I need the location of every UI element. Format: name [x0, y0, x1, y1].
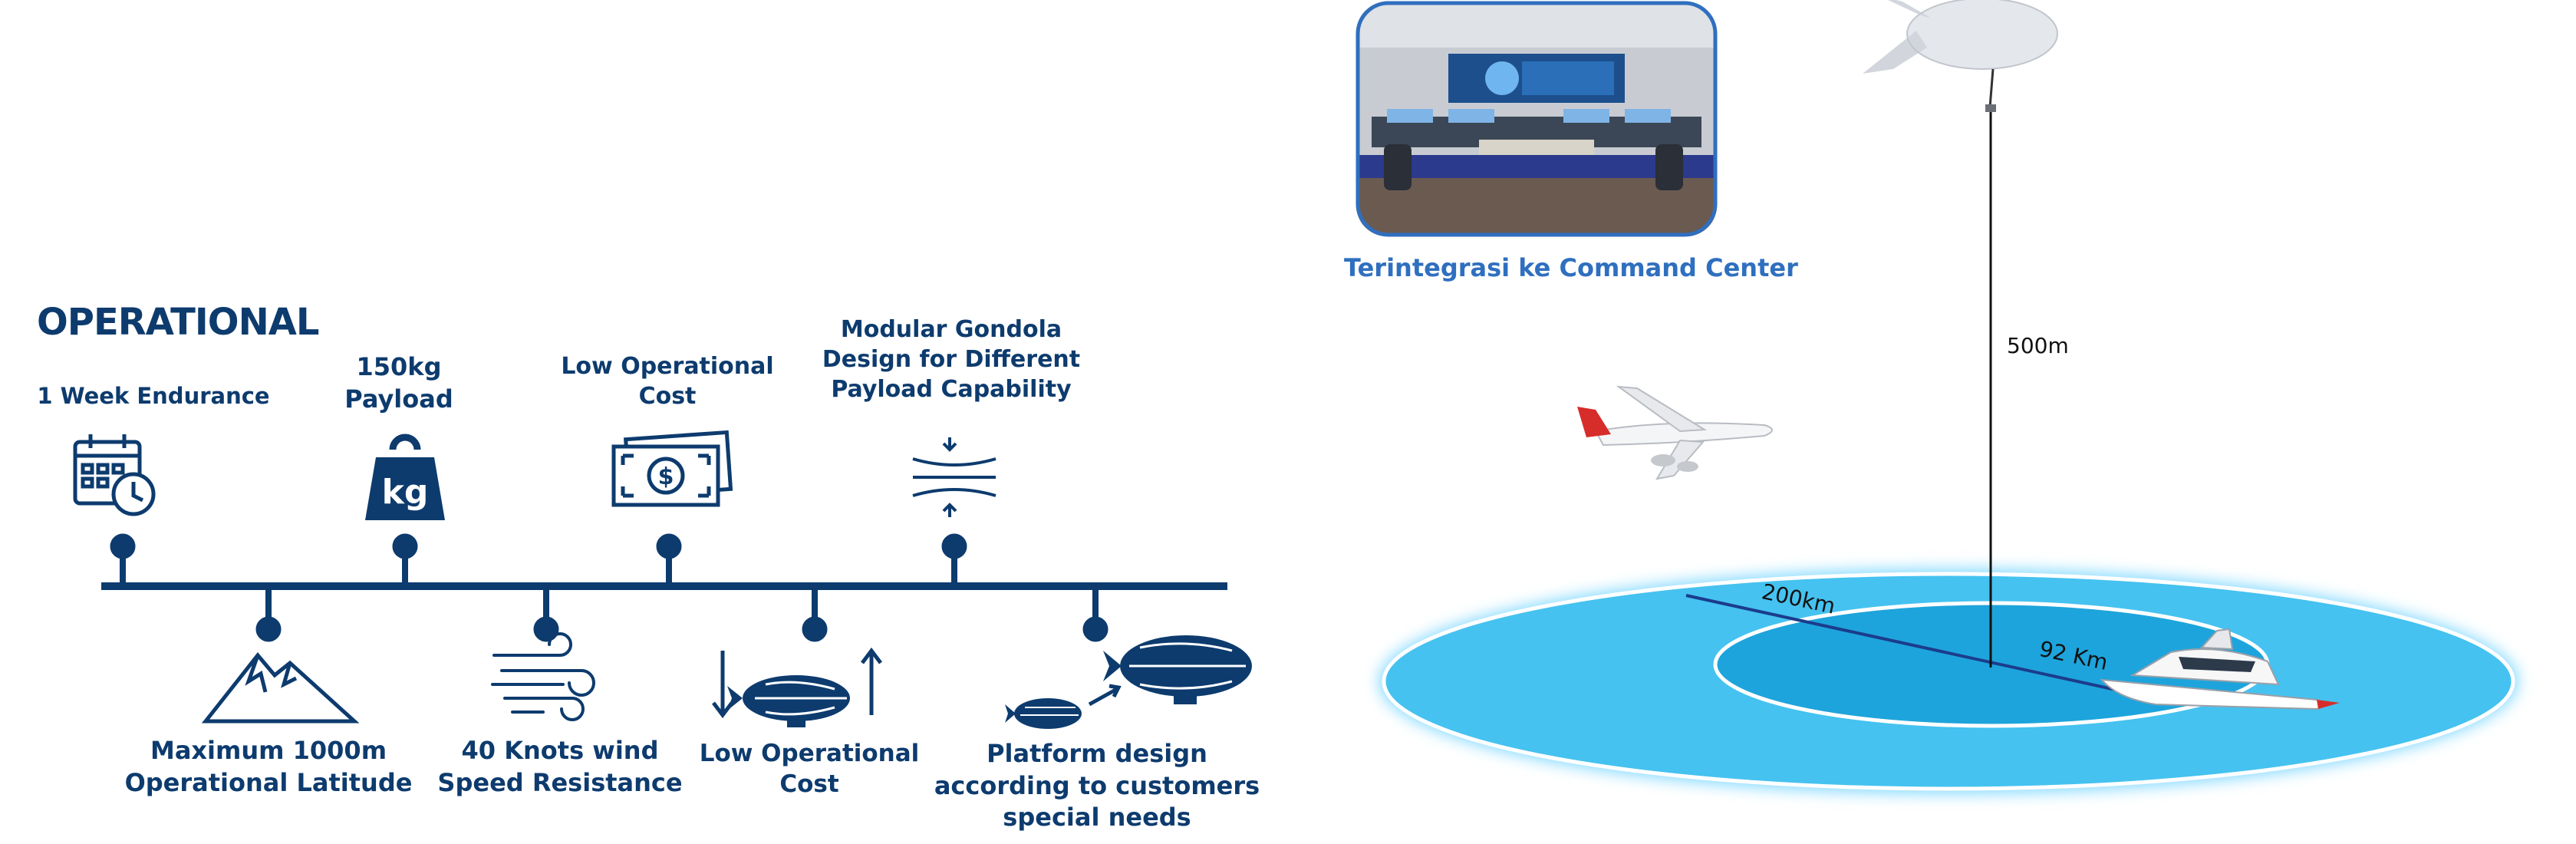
- wind-icon: [491, 632, 595, 721]
- svg-text:$: $: [658, 463, 674, 490]
- timeline: [101, 533, 1227, 642]
- section-title: OPERATIONAL: [37, 301, 319, 344]
- coverage-area: [1379, 569, 2518, 793]
- feature-label-low-cost-bottom: Low Operational Cost: [699, 740, 920, 799]
- feature-label-endurance: 1 Week Endurance: [37, 383, 270, 409]
- tether-line: [1989, 107, 1992, 668]
- feature-label-max-altitude: Maximum 1000m Operational Latitude: [124, 736, 413, 797]
- aerostat-icon: [1863, 0, 2058, 112]
- calendar-clock-icon: [73, 434, 156, 516]
- command-center-image: [1356, 1, 1718, 237]
- yacht-icon: [2100, 628, 2340, 710]
- altitude-label: 500m: [2007, 333, 2069, 358]
- airships-icon: [1005, 635, 1252, 729]
- radius-line: [1685, 594, 2155, 700]
- airplane-icon: [1577, 385, 1773, 480]
- feature-label-payload: 150kg Payload: [344, 352, 453, 414]
- kg-weight-icon: kg: [365, 434, 445, 520]
- command-center-caption: Terintegrasi ke Command Center: [1344, 253, 1798, 282]
- feature-label-low-cost-top: Low Operational Cost: [561, 353, 774, 410]
- cash-icon: $: [611, 430, 733, 507]
- svg-text:kg: kg: [382, 473, 429, 512]
- airship-updown-icon: [712, 647, 882, 727]
- feature-label-wind-resistance: 40 Knots wind Speed Resistance: [437, 736, 683, 797]
- feature-label-platform-design: Platform design according to customers s…: [934, 739, 1260, 832]
- feature-label-modular-gondola: Modular Gondola Design for Different Pay…: [822, 316, 1081, 403]
- mountain-icon: [201, 652, 360, 724]
- compress-icon: [912, 437, 996, 517]
